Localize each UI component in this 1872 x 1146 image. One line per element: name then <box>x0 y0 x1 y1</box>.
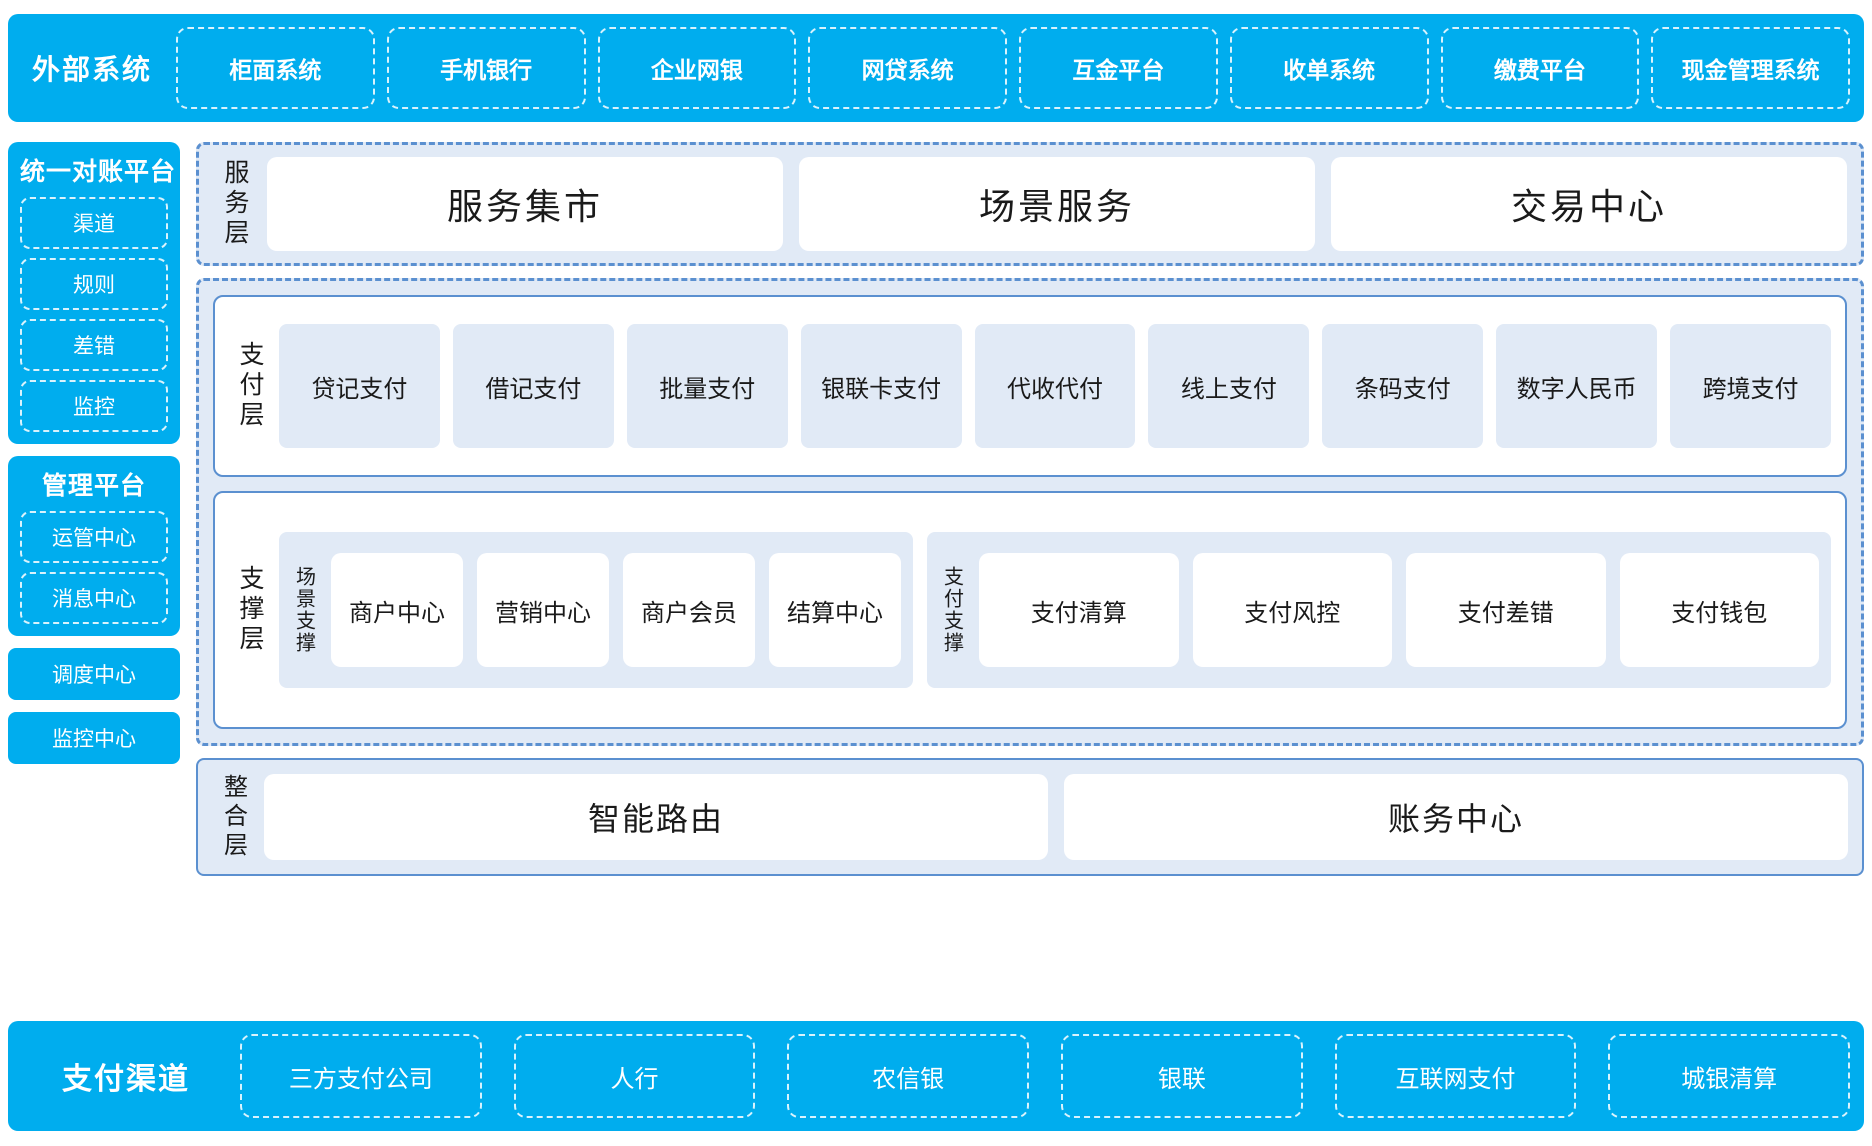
external-systems-chip-list: 柜面系统 手机银行 企业网银 网贷系统 互金平台 收单系统 缴费平台 现金管理系… <box>176 27 1850 109</box>
scene-tile-merchant-center[interactable]: 商户中心 <box>331 553 463 667</box>
support-layer-label: 支撑层 <box>236 565 264 655</box>
support-layer-subgroups: 场景支撑 商户中心 营销中心 商户会员 结算中心 支付支撑 支付清算 支付风控 <box>279 505 1831 715</box>
monitoring-center-block[interactable]: 监控中心 <box>8 712 180 764</box>
scene-support-subgroup: 场景支撑 商户中心 营销中心 商户会员 结算中心 <box>279 532 913 688</box>
integration-card-smart-routing[interactable]: 智能路由 <box>264 774 1048 860</box>
payment-support-tiles: 支付清算 支付风控 支付差错 支付钱包 <box>979 553 1819 667</box>
unified-reconciliation-platform-panel: 统一对账平台 渠道 规则 差错 监控 <box>8 142 180 444</box>
external-system-item[interactable]: 柜面系统 <box>176 27 375 109</box>
payment-support-tile-error[interactable]: 支付差错 <box>1406 553 1606 667</box>
external-system-item[interactable]: 收单系统 <box>1229 27 1429 109</box>
integration-layer-group: 整合层 智能路由 账务中心 <box>196 758 1864 876</box>
support-layer-group: 支撑层 场景支撑 商户中心 营销中心 商户会员 结算中心 支付支撑 <box>213 491 1847 729</box>
scene-support-tiles: 商户中心 营销中心 商户会员 结算中心 <box>331 553 901 667</box>
payment-tile-unionpay-card[interactable]: 银联卡支付 <box>800 324 962 448</box>
manage-item-message-center[interactable]: 消息中心 <box>20 572 168 624</box>
integration-layer-label: 整合层 <box>219 773 247 861</box>
payment-support-tile-risk-control[interactable]: 支付风控 <box>1192 553 1392 667</box>
service-layer-label: 服务层 <box>221 159 249 249</box>
payment-support-tile-wallet[interactable]: 支付钱包 <box>1619 553 1819 667</box>
payment-layer-group: 支付层 贷记支付 借记支付 批量支付 银联卡支付 代收代付 线上支付 条码支付 … <box>213 295 1847 477</box>
external-system-item[interactable]: 网贷系统 <box>808 27 1007 109</box>
service-layer-cards: 服务集市 场景服务 交易中心 <box>267 157 1847 251</box>
payment-channels-title: 支付渠道 <box>62 1063 190 1096</box>
payment-tile-online[interactable]: 线上支付 <box>1148 324 1310 448</box>
scene-tile-merchant-member[interactable]: 商户会员 <box>623 553 755 667</box>
payment-channels-bar: 支付渠道 三方支付公司 人行 农信银 银联 互联网支付 城银清算 <box>8 1021 1864 1131</box>
management-platform-panel: 管理平台 运管中心 消息中心 <box>8 456 180 636</box>
external-system-item[interactable]: 企业网银 <box>597 27 797 109</box>
reconcile-item-monitor[interactable]: 监控 <box>20 380 168 432</box>
service-card-marketplace[interactable]: 服务集市 <box>267 157 783 251</box>
channel-item-pboc[interactable]: 人行 <box>513 1034 756 1118</box>
service-card-transaction-center[interactable]: 交易中心 <box>1331 157 1847 251</box>
payment-support-label: 支付支撑 <box>940 566 963 654</box>
reconcile-item-error[interactable]: 差错 <box>20 319 168 371</box>
payment-tile-credit[interactable]: 贷记支付 <box>279 324 440 448</box>
channel-item-third-party[interactable]: 三方支付公司 <box>240 1034 482 1118</box>
external-system-item[interactable]: 手机银行 <box>386 27 586 109</box>
external-system-item[interactable]: 互金平台 <box>1019 27 1218 109</box>
reconcile-item-rule[interactable]: 规则 <box>20 258 168 310</box>
scene-support-label: 场景支撑 <box>292 566 315 654</box>
external-systems-bar: 外部系统 柜面系统 手机银行 企业网银 网贷系统 互金平台 收单系统 缴费平台 … <box>8 14 1864 122</box>
payment-support-tile-clearing[interactable]: 支付清算 <box>979 553 1179 667</box>
core-capability-group: 支付层 贷记支付 借记支付 批量支付 银联卡支付 代收代付 线上支付 条码支付 … <box>196 278 1864 746</box>
platform-main-stack: 服务层 服务集市 场景服务 交易中心 支付层 贷记支付 借记支付 批量支付 银联… <box>196 142 1864 876</box>
external-system-item[interactable]: 现金管理系统 <box>1651 27 1850 109</box>
external-systems-title: 外部系统 <box>31 54 152 85</box>
payment-tile-batch[interactable]: 批量支付 <box>626 324 788 448</box>
integration-card-accounting-center[interactable]: 账务中心 <box>1064 774 1848 860</box>
channel-item-unionpay[interactable]: 银联 <box>1061 1034 1303 1118</box>
integration-layer-cards: 智能路由 账务中心 <box>264 774 1848 860</box>
payment-channels-chip-list: 三方支付公司 人行 农信银 银联 互联网支付 城银清算 <box>240 1034 1851 1118</box>
payment-tile-digital-rmb[interactable]: 数字人民币 <box>1496 324 1658 448</box>
external-system-item[interactable]: 缴费平台 <box>1440 27 1640 109</box>
manage-item-operations-center[interactable]: 运管中心 <box>20 511 168 563</box>
channel-item-city-bank-clearing[interactable]: 城银清算 <box>1608 1034 1851 1118</box>
channel-item-rcc[interactable]: 农信银 <box>787 1034 1030 1118</box>
left-sidebar: 统一对账平台 渠道 规则 差错 监控 管理平台 运管中心 消息中心 调度中心 监… <box>8 142 180 776</box>
payment-tile-collection-payment[interactable]: 代收代付 <box>974 324 1136 448</box>
scheduling-center-block[interactable]: 调度中心 <box>8 648 180 700</box>
service-layer-group: 服务层 服务集市 场景服务 交易中心 <box>196 142 1864 266</box>
service-card-scenario[interactable]: 场景服务 <box>799 157 1315 251</box>
channel-item-internet-payment[interactable]: 互联网支付 <box>1334 1034 1577 1118</box>
payment-layer-label: 支付层 <box>236 341 264 431</box>
reconcile-item-channel[interactable]: 渠道 <box>20 197 168 249</box>
payment-tile-cross-border[interactable]: 跨境支付 <box>1670 324 1832 448</box>
scene-tile-settlement-center[interactable]: 结算中心 <box>769 553 901 667</box>
payment-support-subgroup: 支付支撑 支付清算 支付风控 支付差错 支付钱包 <box>927 532 1831 688</box>
panel-title: 统一对账平台 <box>20 158 177 186</box>
payment-tile-debit[interactable]: 借记支付 <box>452 324 614 448</box>
payment-tile-barcode[interactable]: 条码支付 <box>1322 324 1484 448</box>
payment-layer-tiles: 贷记支付 借记支付 批量支付 银联卡支付 代收代付 线上支付 条码支付 数字人民… <box>279 324 1832 448</box>
panel-title: 管理平台 <box>41 472 146 500</box>
scene-tile-marketing-center[interactable]: 营销中心 <box>477 553 609 667</box>
